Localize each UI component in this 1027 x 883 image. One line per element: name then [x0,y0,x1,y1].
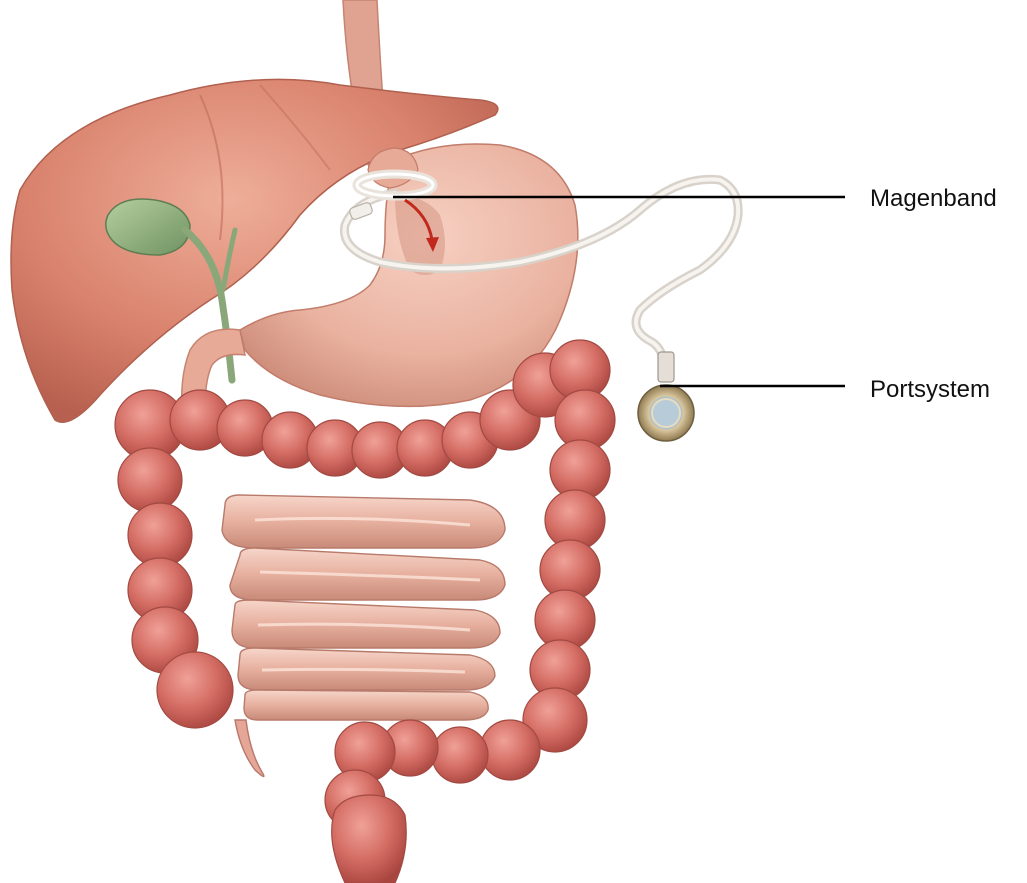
band-buckle [349,202,374,221]
label-gastric-band: Magenband [870,187,997,211]
small-intestine [222,495,505,720]
descending-colon [523,390,615,752]
rectum [332,795,407,883]
port-connector [658,352,674,382]
label-port-system: Portsystem [870,378,990,402]
appendix [235,720,264,777]
ascending-colon [118,448,233,728]
port-septum [652,399,680,427]
